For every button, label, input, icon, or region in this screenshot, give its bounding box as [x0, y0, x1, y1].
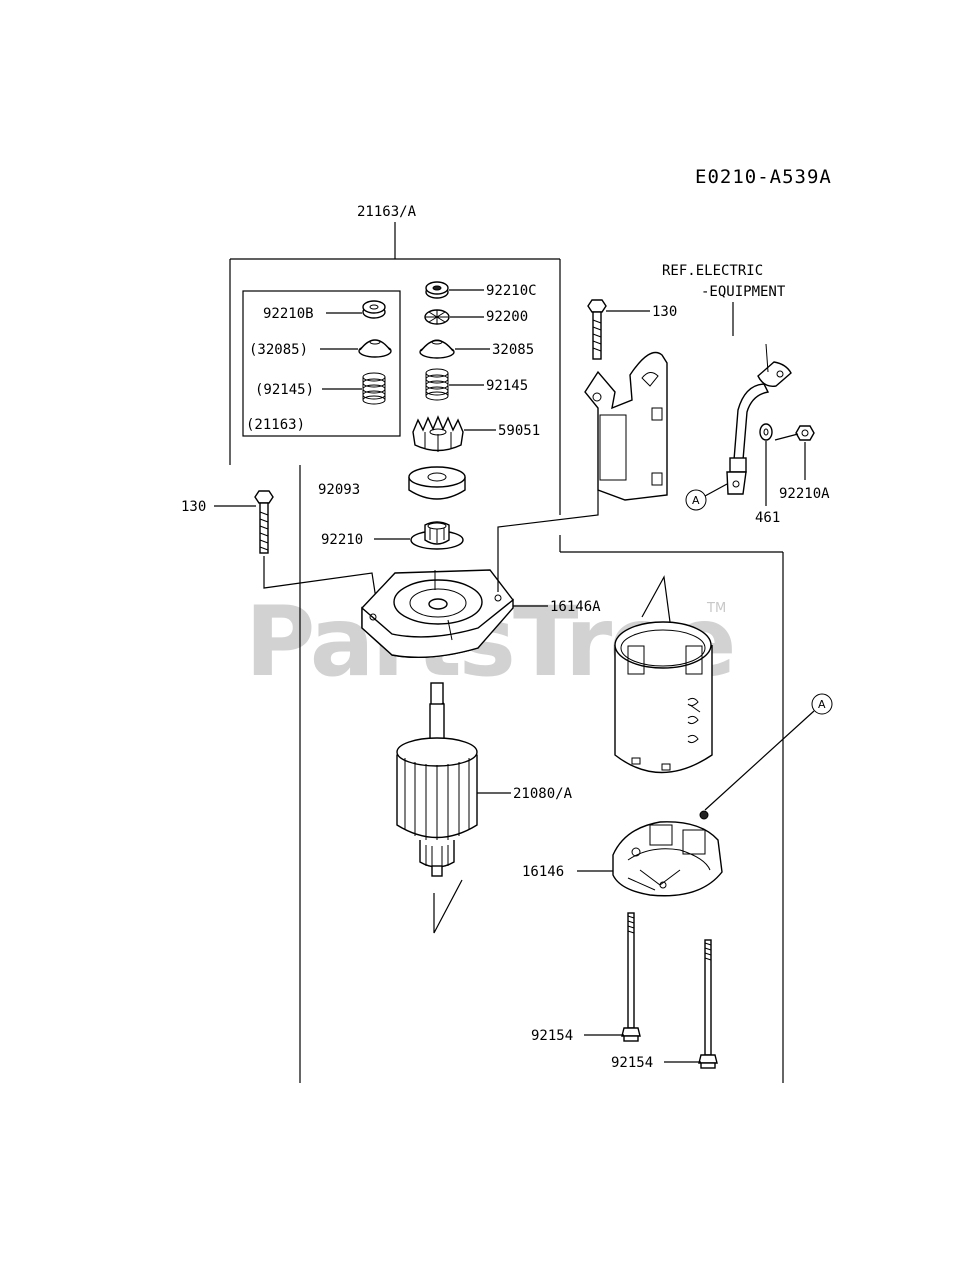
watermark-trademark: TM: [706, 601, 726, 616]
callout-a-top[interactable]: A: [685, 489, 707, 511]
label-59051[interactable]: 59051: [498, 423, 540, 439]
label-16146[interactable]: 16146: [522, 864, 564, 880]
through-bolt-92154-a-icon: [621, 912, 641, 1042]
brush-holder-16146-icon: [612, 810, 723, 897]
spring-92145-paren-icon: [362, 372, 386, 405]
label-92210[interactable]: 92210: [321, 532, 363, 548]
collar-32085-icon: [419, 339, 455, 359]
bolt-130-left-icon: [254, 490, 274, 554]
nut-92210C-icon: [425, 281, 449, 299]
label-92210B[interactable]: 92210B: [263, 306, 314, 322]
svg-text:A: A: [818, 698, 826, 711]
end-cover-16146A-icon: [361, 569, 514, 659]
label-21163-paren[interactable]: (21163): [246, 417, 305, 433]
nut-92210A-icon: [795, 425, 815, 441]
label-92145[interactable]: 92145: [486, 378, 528, 394]
spring-92145-icon: [425, 368, 449, 401]
armature-21080A-icon: [396, 682, 478, 877]
stopper-92093-icon: [408, 466, 466, 500]
ref-note-line1: REF.ELECTRIC: [662, 263, 763, 279]
label-32085-paren[interactable]: (32085): [249, 342, 308, 358]
svg-text:A: A: [692, 494, 700, 507]
label-92154-b[interactable]: 92154: [611, 1055, 653, 1071]
label-16146A[interactable]: 16146A: [550, 599, 601, 615]
diagram-code: E0210-A539A: [695, 166, 832, 188]
label-92210A[interactable]: 92210A: [779, 486, 830, 502]
label-21163A[interactable]: 21163/A: [357, 204, 417, 220]
washer-92200-icon: [424, 309, 450, 325]
label-21080A[interactable]: 21080/A: [513, 786, 573, 802]
label-130-right[interactable]: 130: [652, 304, 677, 320]
label-461[interactable]: 461: [755, 510, 780, 526]
through-bolt-92154-b-icon: [698, 939, 718, 1069]
sub-assembly-box-21163: [242, 290, 401, 437]
assembly-bracket-21163A: 21163/A: [229, 204, 784, 1083]
pinion-gear-59051-icon: [412, 415, 464, 452]
label-92145-paren[interactable]: (92145): [255, 382, 314, 398]
nut-92210B-icon: [362, 300, 386, 319]
bracket-icon: [584, 351, 668, 501]
label-92154-a[interactable]: 92154: [531, 1028, 573, 1044]
ref-note-line2: -EQUIPMENT: [701, 284, 786, 300]
label-92210C[interactable]: 92210C: [486, 283, 537, 299]
yoke-housing-icon: [614, 621, 713, 774]
retainer-92210-icon: [410, 521, 464, 550]
label-92093[interactable]: 92093: [318, 482, 360, 498]
lead-wire-icon: [726, 343, 792, 495]
collar-32085-paren-icon: [358, 339, 392, 358]
bolt-130-right-icon: [587, 299, 607, 360]
callout-a-bottom[interactable]: A: [811, 693, 833, 715]
washer-461-icon: [759, 423, 773, 441]
label-130-left[interactable]: 130: [181, 499, 206, 515]
label-32085[interactable]: 32085: [492, 342, 534, 358]
label-92200[interactable]: 92200: [486, 309, 528, 325]
